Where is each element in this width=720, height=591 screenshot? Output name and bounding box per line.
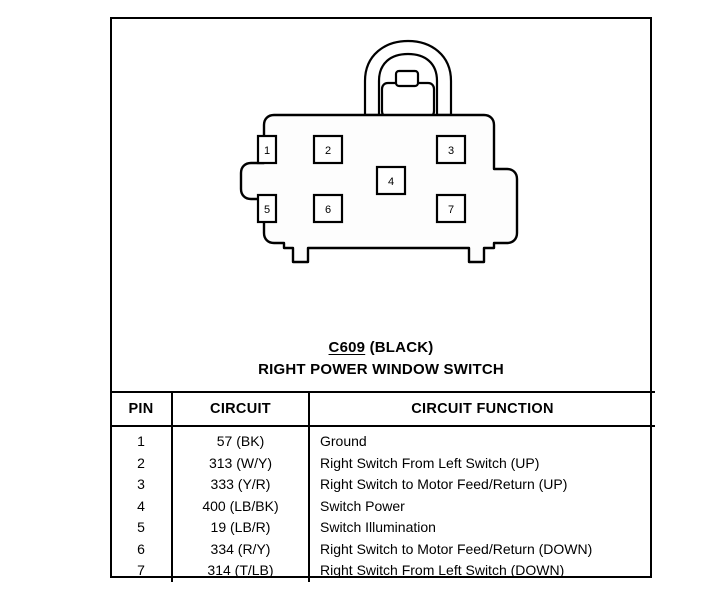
cell-pin: 1	[111, 426, 173, 453]
connector-latch-nub	[394, 69, 420, 88]
cell-function: Switch Power	[320, 497, 405, 514]
cell-pin: 7	[111, 560, 173, 582]
cell-pin: 3	[111, 474, 173, 496]
svg-text:4: 4	[388, 176, 394, 188]
table-header-row: PIN CIRCUIT CIRCUIT FUNCTION	[111, 391, 655, 427]
cell-function: Right Switch From Left Switch (UP)	[320, 454, 540, 471]
pin-cavity-6: 6	[312, 193, 344, 224]
svg-text:3: 3	[448, 145, 454, 157]
cell-pin: 6	[111, 538, 173, 560]
table-row: 5 19 (LB/R) Switch Illumination	[111, 517, 655, 539]
connector-latch-tab	[380, 81, 436, 119]
column-header-circuit: CIRCUIT	[172, 391, 310, 427]
pin-cavity-5: 5	[256, 193, 278, 224]
cell-circuit: 333 (Y/R)	[172, 474, 310, 496]
cell-function: Ground	[320, 433, 367, 449]
cell-circuit: 313 (W/Y)	[172, 452, 310, 474]
svg-text:2: 2	[325, 145, 331, 157]
caption-connector-line: C609 (BLACK)	[112, 337, 650, 359]
table-body: 1 57 (BK) Ground 2 313 (W/Y) Right Switc…	[111, 426, 655, 582]
cell-function: Right Switch From Left Switch (DOWN)	[320, 562, 565, 578]
cell-function: Right Switch to Motor Feed/Return (DOWN)	[320, 540, 593, 557]
column-header-pin: PIN	[111, 391, 173, 427]
table-row: 7 314 (T/LB) Right Switch From Left Swit…	[111, 560, 655, 582]
cell-circuit: 19 (LB/R)	[172, 517, 310, 539]
table-row: 6 334 (R/Y) Right Switch to Motor Feed/R…	[111, 538, 655, 560]
svg-text:6: 6	[325, 204, 331, 216]
cell-function: Right Switch to Motor Feed/Return (UP)	[320, 476, 568, 492]
pinout-table: PIN CIRCUIT CIRCUIT FUNCTION 1 57 (BK) G…	[111, 391, 655, 582]
cell-function: Switch Illumination	[320, 519, 436, 535]
cell-circuit: 314 (T/LB)	[172, 560, 310, 582]
cell-pin: 4	[111, 495, 173, 517]
connector-color: (BLACK)	[369, 339, 434, 356]
table-row: 3 333 (Y/R) Right Switch to Motor Feed/R…	[111, 474, 655, 496]
table-header: PIN CIRCUIT CIRCUIT FUNCTION	[111, 391, 655, 427]
pin-cavity-3: 3	[435, 134, 467, 165]
column-header-function: CIRCUIT FUNCTION	[309, 391, 655, 427]
cell-circuit: 400 (LB/BK)	[172, 495, 310, 517]
svg-text:7: 7	[448, 204, 454, 216]
cell-circuit: 57 (BK)	[172, 426, 310, 453]
svg-text:5: 5	[264, 204, 270, 216]
pin-cavity-2: 2	[312, 134, 344, 165]
pin-cavity-group: 1 2 3 4 5	[256, 134, 467, 224]
figure-caption: C609 (BLACK) RIGHT POWER WINDOW SWITCH	[112, 337, 650, 381]
caption-component-line: RIGHT POWER WINDOW SWITCH	[258, 361, 504, 378]
connector-code: C609	[328, 339, 366, 356]
table-row: 2 313 (W/Y) Right Switch From Left Switc…	[111, 452, 655, 474]
diagram-page-frame: 1 2 3 4 5	[110, 17, 655, 582]
cell-circuit: 334 (R/Y)	[172, 538, 310, 560]
pin-cavity-1: 1	[256, 134, 278, 165]
cell-pin: 2	[111, 452, 173, 474]
table-row: 4 400 (LB/BK) Switch Power	[111, 495, 655, 517]
cell-pin: 5	[111, 517, 173, 539]
pin-cavity-4: 4	[375, 165, 407, 196]
connector-illustration: 1 2 3 4 5	[112, 19, 650, 374]
pin-cavity-7: 7	[435, 193, 467, 224]
svg-text:1: 1	[264, 145, 270, 157]
table-row: 1 57 (BK) Ground	[111, 426, 655, 453]
